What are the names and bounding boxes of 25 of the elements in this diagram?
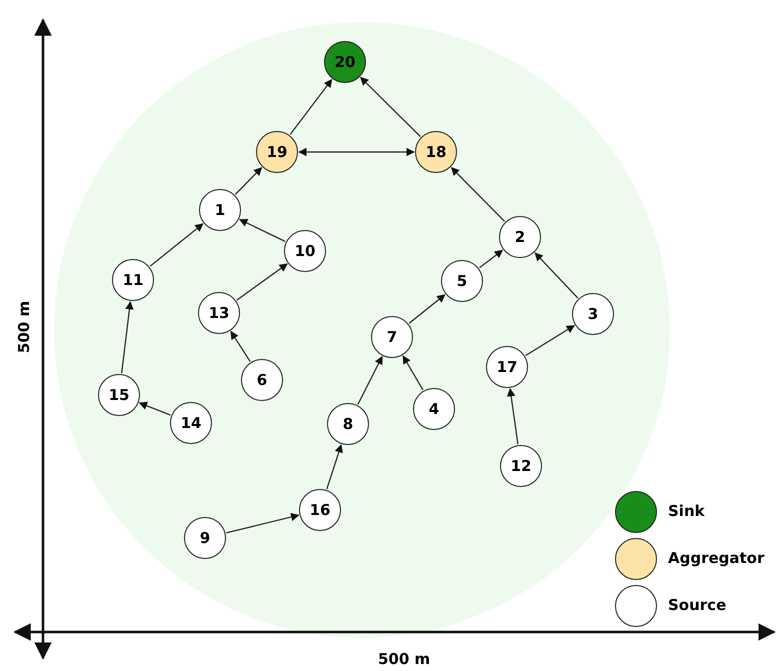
arrow	[525, 325, 575, 356]
arrow	[150, 223, 204, 267]
legend-label: Sink	[668, 502, 705, 520]
arrow	[230, 330, 251, 362]
arrow	[236, 263, 288, 301]
arrow	[506, 388, 519, 444]
arrow	[298, 148, 415, 156]
arrow	[138, 402, 171, 416]
arrow	[235, 167, 262, 195]
arrow	[226, 512, 300, 534]
arrow	[357, 356, 383, 405]
axis-label: 500 m	[15, 300, 34, 354]
arrow	[479, 250, 504, 268]
arrow	[402, 355, 424, 390]
arrow	[326, 444, 343, 490]
arrow	[360, 76, 421, 137]
legend-label: Aggregator	[668, 549, 764, 567]
arrow	[239, 219, 286, 242]
arrow	[121, 301, 134, 374]
axis-label: 500 m	[378, 650, 430, 668]
arrow	[534, 252, 578, 298]
arrow	[450, 167, 505, 222]
legend-label: Source	[668, 596, 726, 614]
arrow	[408, 294, 446, 324]
arrow	[290, 78, 332, 135]
